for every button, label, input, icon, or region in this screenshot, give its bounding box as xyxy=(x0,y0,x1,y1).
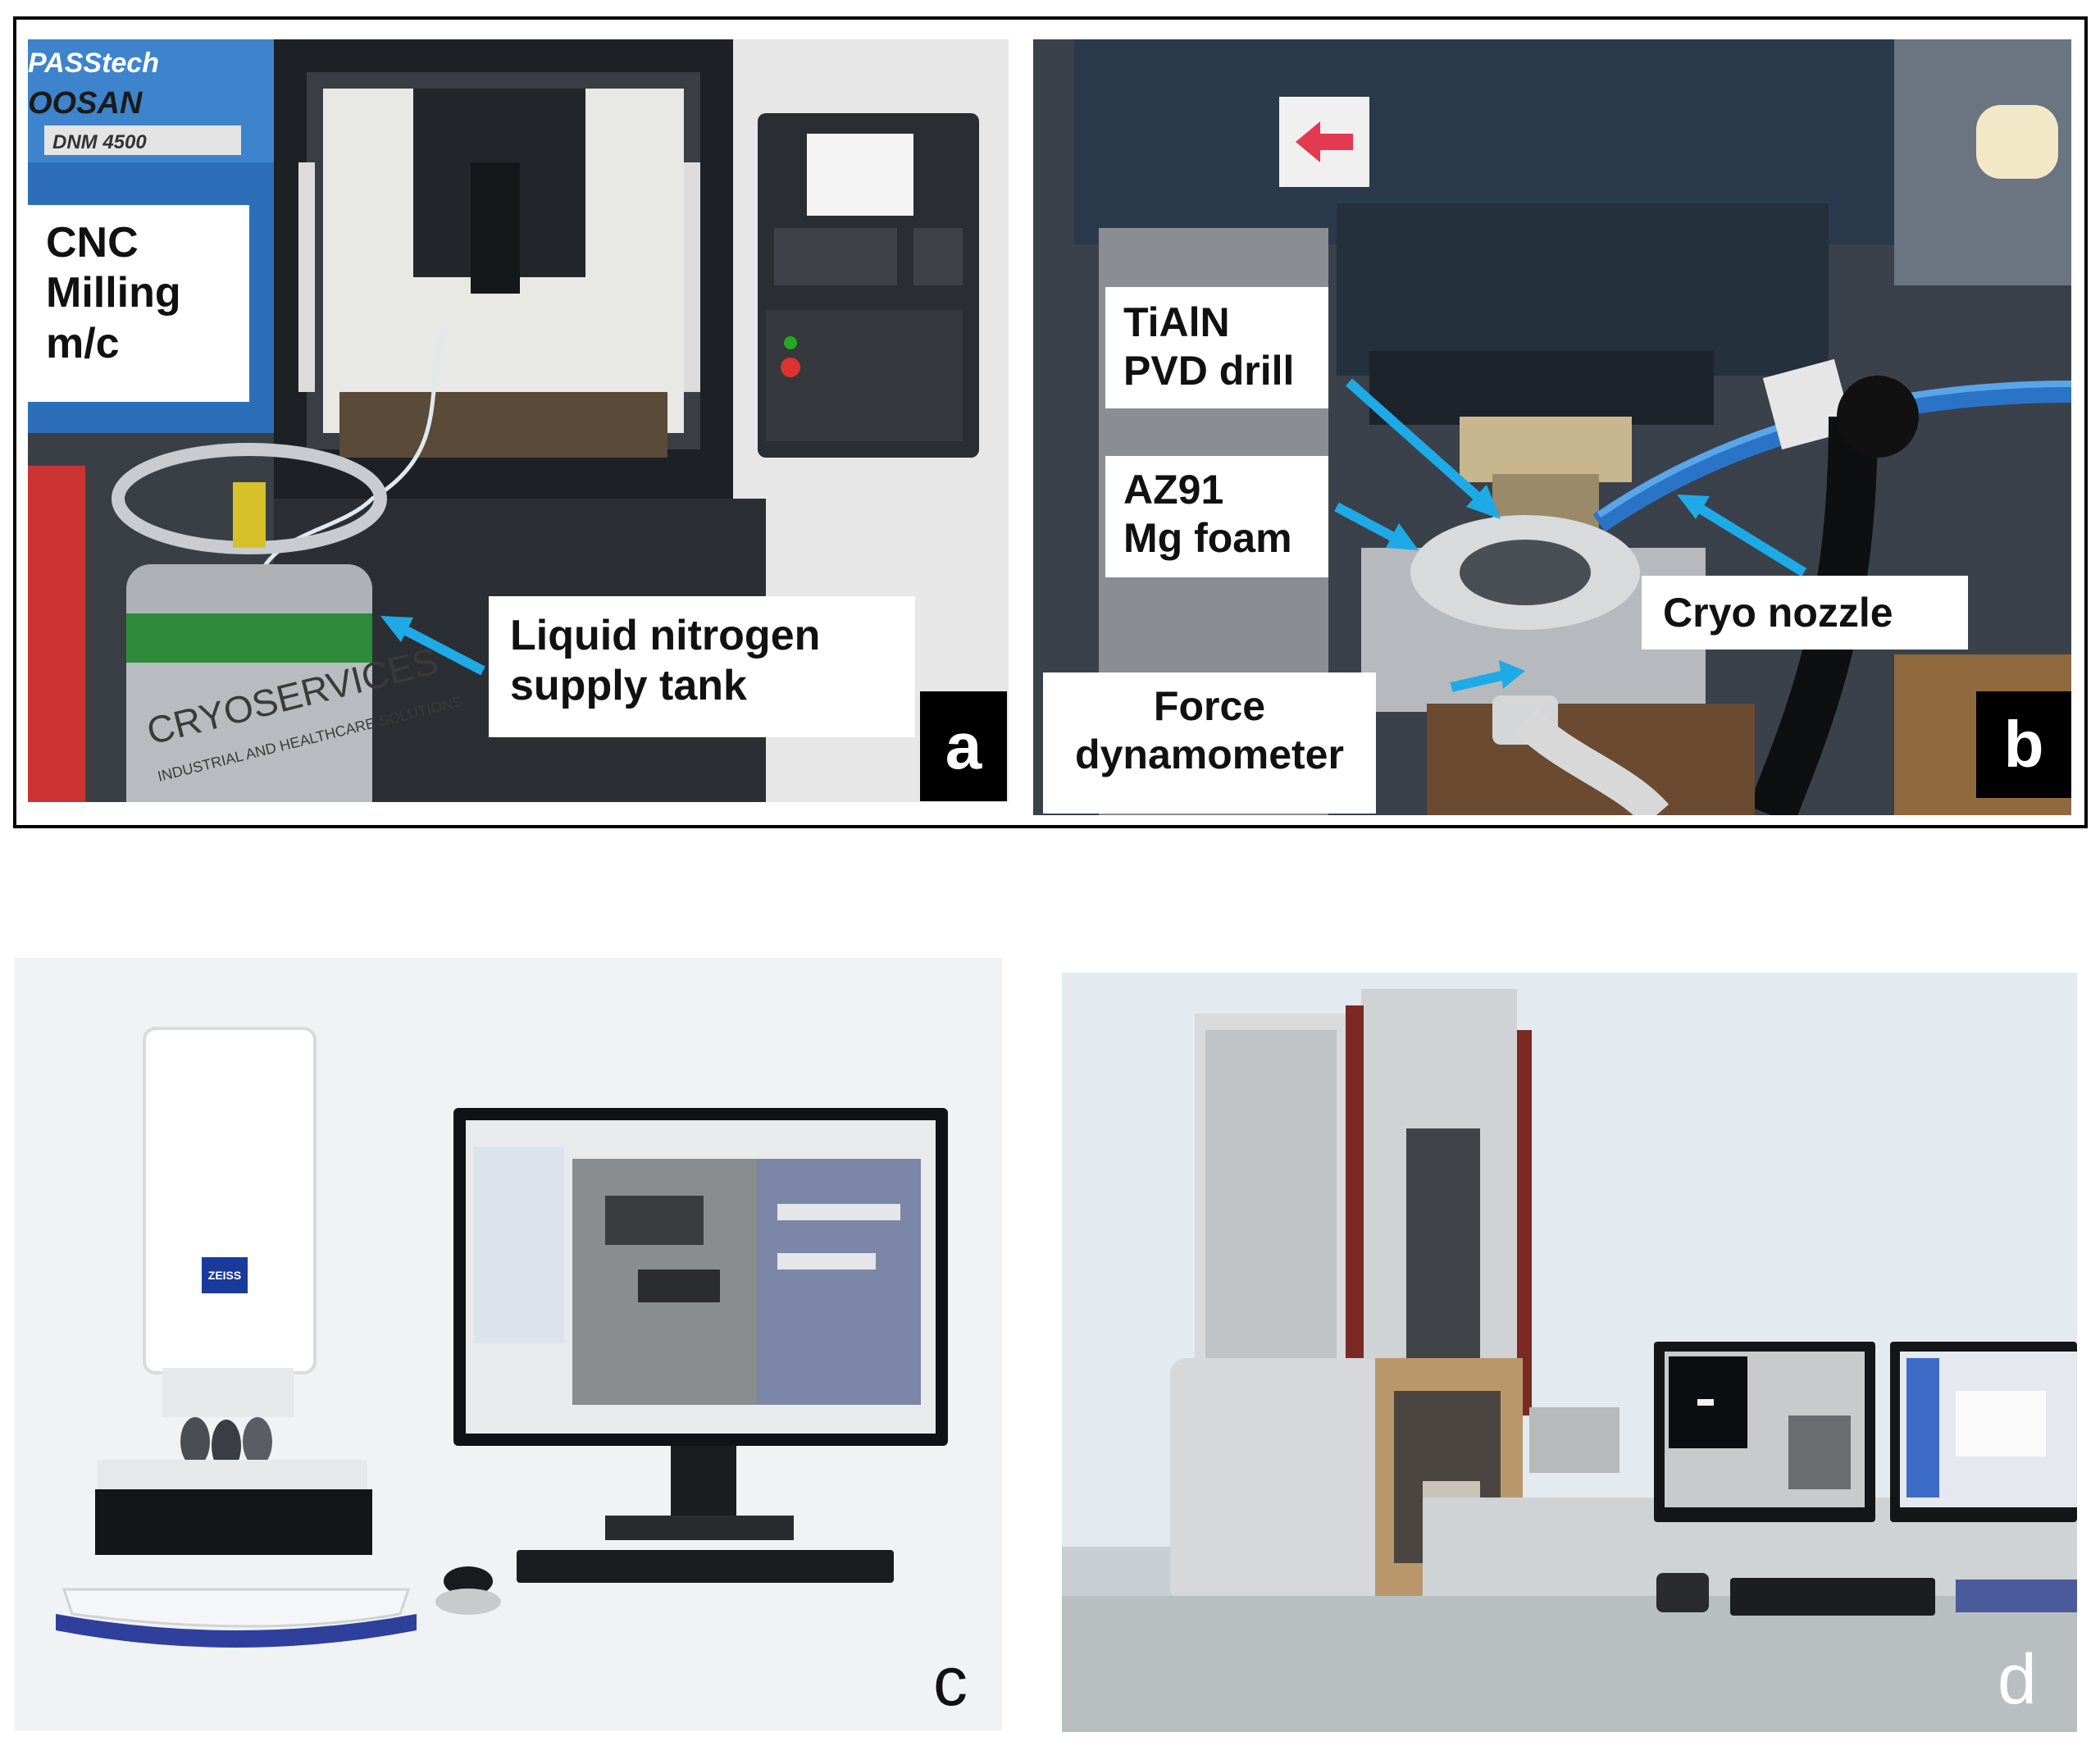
zeiss-logo-badge xyxy=(202,1257,248,1293)
panel-a-letter: a xyxy=(920,691,1007,801)
model-text: DNM 4500 xyxy=(52,131,147,153)
label-tialn-drill: TiAlN PVD drill xyxy=(1105,287,1328,408)
panel-b-letter: b xyxy=(1976,691,2071,798)
brand-top-text: PASStech xyxy=(28,48,159,79)
panel-a: CRYOSERVICES INDUSTRIAL AND HEALTHCARE S… xyxy=(28,39,1009,802)
panel-d-photo xyxy=(1062,973,2077,1732)
top-figure-frame xyxy=(13,16,2088,828)
zeiss-logo-text: ZEISS xyxy=(208,1269,241,1282)
panel-d-letter: d xyxy=(1998,1640,2037,1719)
panel-c-letter: c xyxy=(933,1643,968,1720)
panel-a-photo: CRYOSERVICES INDUSTRIAL AND HEALTHCARE S… xyxy=(28,39,1009,802)
label-liquid-nitrogen: Liquid nitrogen supply tank xyxy=(489,596,915,737)
brand-text: OOSAN xyxy=(28,86,143,121)
panel-d xyxy=(1062,973,2077,1732)
label-cnc-milling: CNC Milling m/c xyxy=(28,205,249,402)
panel-c: ZEISS xyxy=(15,958,1002,1730)
label-cryo-nozzle: Cryo nozzle xyxy=(1642,576,1968,650)
label-az91-foam: AZ91 Mg foam xyxy=(1105,456,1328,577)
panel-c-photo: ZEISS xyxy=(15,958,1002,1730)
label-force-dynamometer: Force dynamometer xyxy=(1043,672,1376,814)
